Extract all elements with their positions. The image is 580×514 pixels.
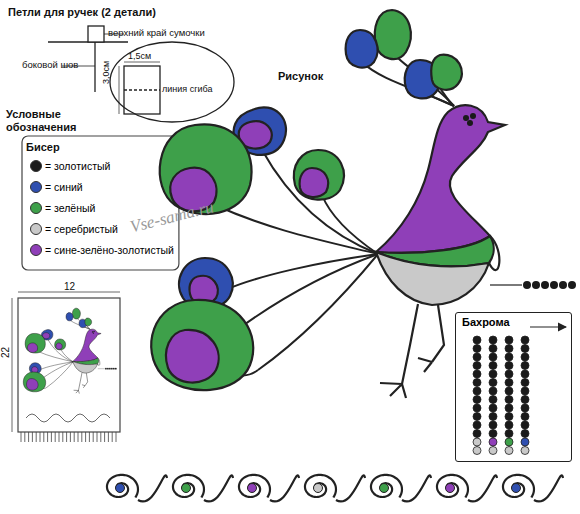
legend-entry: = серебристый bbox=[30, 223, 118, 235]
title: Петли для ручек (2 детали) bbox=[8, 6, 156, 19]
bead-swatch bbox=[30, 202, 42, 214]
bag-thumbnail bbox=[12, 292, 120, 442]
fringe-box: Бахрома bbox=[455, 312, 572, 462]
label: 3,0см bbox=[101, 61, 111, 84]
legend-frame bbox=[22, 136, 179, 270]
label: Условные обозначения bbox=[6, 108, 116, 133]
legend-entry: = синий bbox=[30, 181, 83, 193]
dimension: 12 bbox=[64, 281, 75, 293]
legend-text: = сине-зелёно-золотистый bbox=[45, 244, 174, 256]
legend-entry: = зелёный bbox=[30, 202, 95, 214]
label: Рисунок bbox=[278, 70, 323, 83]
legend-text: = зелёный bbox=[45, 202, 95, 214]
legend-entry: = сине-зелёно-золотистый bbox=[30, 244, 174, 256]
bead-swatch bbox=[30, 181, 42, 193]
bead-swatch bbox=[30, 244, 42, 256]
scroll-border bbox=[107, 475, 563, 502]
label: верхний край сумочки bbox=[108, 28, 205, 39]
box-heading: Бахрома bbox=[456, 313, 571, 331]
legend-entry: = золотистый bbox=[30, 160, 110, 172]
bead-swatch bbox=[30, 223, 42, 235]
label: линия сгиба bbox=[162, 84, 212, 94]
label: боковой шов bbox=[22, 60, 78, 71]
bead-swatch bbox=[30, 160, 42, 172]
loop-sketch bbox=[48, 26, 234, 122]
legend-text: = золотистый bbox=[45, 160, 110, 172]
legend-text: = синий bbox=[45, 181, 83, 193]
label: Бисер bbox=[26, 141, 60, 154]
label: 1,5см bbox=[128, 51, 151, 61]
dimension: 22 bbox=[0, 347, 12, 358]
peacock bbox=[151, 10, 576, 398]
legend-text: = серебристый bbox=[45, 223, 118, 235]
